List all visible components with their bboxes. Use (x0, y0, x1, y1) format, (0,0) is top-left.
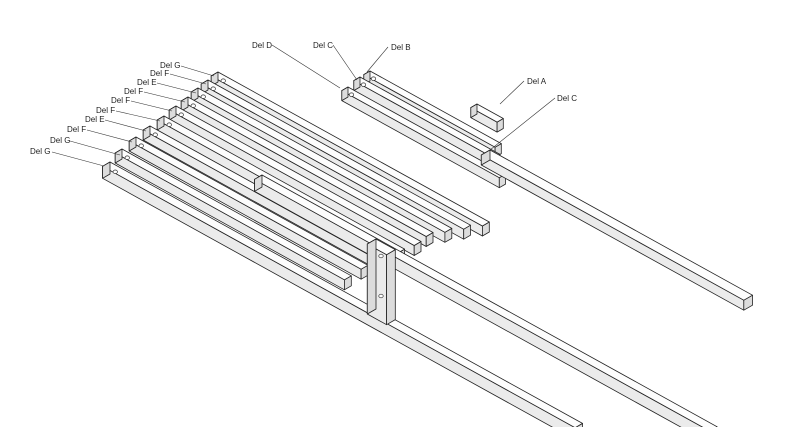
part-del-c-right-near-end (480, 149, 491, 166)
leader-del-f-2 (143, 91, 186, 103)
leader-del-g-1 (180, 65, 215, 77)
label-del-d: Del D (252, 41, 272, 50)
label-del-f-2: Del F (124, 87, 143, 96)
leader-del-a (499, 80, 525, 105)
leader-del-e-2 (104, 119, 147, 132)
part-del-b-hole-0 (370, 76, 377, 81)
part-del-g-2-hole-0 (112, 169, 118, 174)
part-del-c-right-top (480, 149, 753, 301)
top-labels: Del D Del C Del B (252, 41, 411, 52)
part-del-f-6-near-end (114, 148, 123, 164)
part-del-d-hole-0 (348, 92, 355, 97)
part-vertical-post-near-end (366, 238, 377, 315)
leader-del-e-1 (156, 82, 197, 94)
part-del-f-1-hole-0 (210, 86, 216, 91)
label-del-f-5: Del F (67, 125, 86, 134)
label-del-g-1: Del G (160, 61, 180, 70)
part-del-e-2-hole-0 (152, 132, 158, 137)
part-del-c-top-hole-0 (360, 82, 367, 87)
part-del-f-6-hole-0 (124, 155, 130, 160)
parts-layer (102, 70, 753, 427)
part-del-c-top-side (353, 80, 495, 169)
label-del-c-right: Del C (557, 94, 577, 103)
part-del-e-2-near-end (142, 125, 151, 141)
part-del-a-near-end (470, 103, 478, 118)
left-labels: Del G Del F Del E Del F Del F Del F Del … (30, 61, 180, 156)
right-labels: Del A Del C (527, 77, 577, 103)
part-del-f-5-hole-0 (138, 143, 144, 148)
leader-del-f-6 (69, 140, 121, 156)
part-del-d-near-end (341, 86, 349, 101)
label-del-c-top: Del C (313, 41, 333, 50)
part-vertical-post-end (386, 249, 396, 326)
leader-lines (51, 44, 556, 167)
part-del-c-right-side (480, 154, 745, 311)
part-del-f-4-hole-0 (166, 122, 172, 127)
label-del-a: Del A (527, 77, 547, 86)
label-del-f-6: Del G (50, 136, 70, 145)
part-del-e-1-hole-0 (200, 94, 206, 99)
label-del-f-3: Del F (111, 96, 130, 105)
leader-del-f-3 (130, 100, 173, 112)
label-del-e-1: Del E (137, 78, 157, 87)
leader-del-d (271, 44, 341, 89)
leader-del-c-right (489, 97, 556, 151)
part-del-f-2-hole-0 (190, 103, 196, 108)
label-del-f-4: Del F (96, 106, 115, 115)
label-del-g-2: Del G (30, 147, 50, 156)
label-del-e-2: Del E (85, 115, 105, 124)
part-del-g-1-hole-0 (220, 78, 226, 83)
leader-del-f-1 (169, 73, 207, 85)
part-del-f-3-hole-0 (178, 112, 184, 117)
label-del-b: Del B (391, 43, 411, 52)
leader-del-g-2 (51, 151, 105, 167)
part-del-f-5-near-end (128, 136, 137, 152)
leader-del-f-4 (115, 110, 161, 122)
leader-del-f-5 (86, 129, 133, 143)
post-hole-bottom (378, 293, 384, 299)
label-del-f-1: Del F (150, 69, 169, 78)
part-middle-long-rail-near-end (254, 174, 263, 192)
leader-del-c-top (332, 44, 358, 81)
post-hole-top (378, 253, 384, 259)
leader-del-b (366, 46, 389, 73)
part-del-g-2-near-end (102, 161, 111, 179)
